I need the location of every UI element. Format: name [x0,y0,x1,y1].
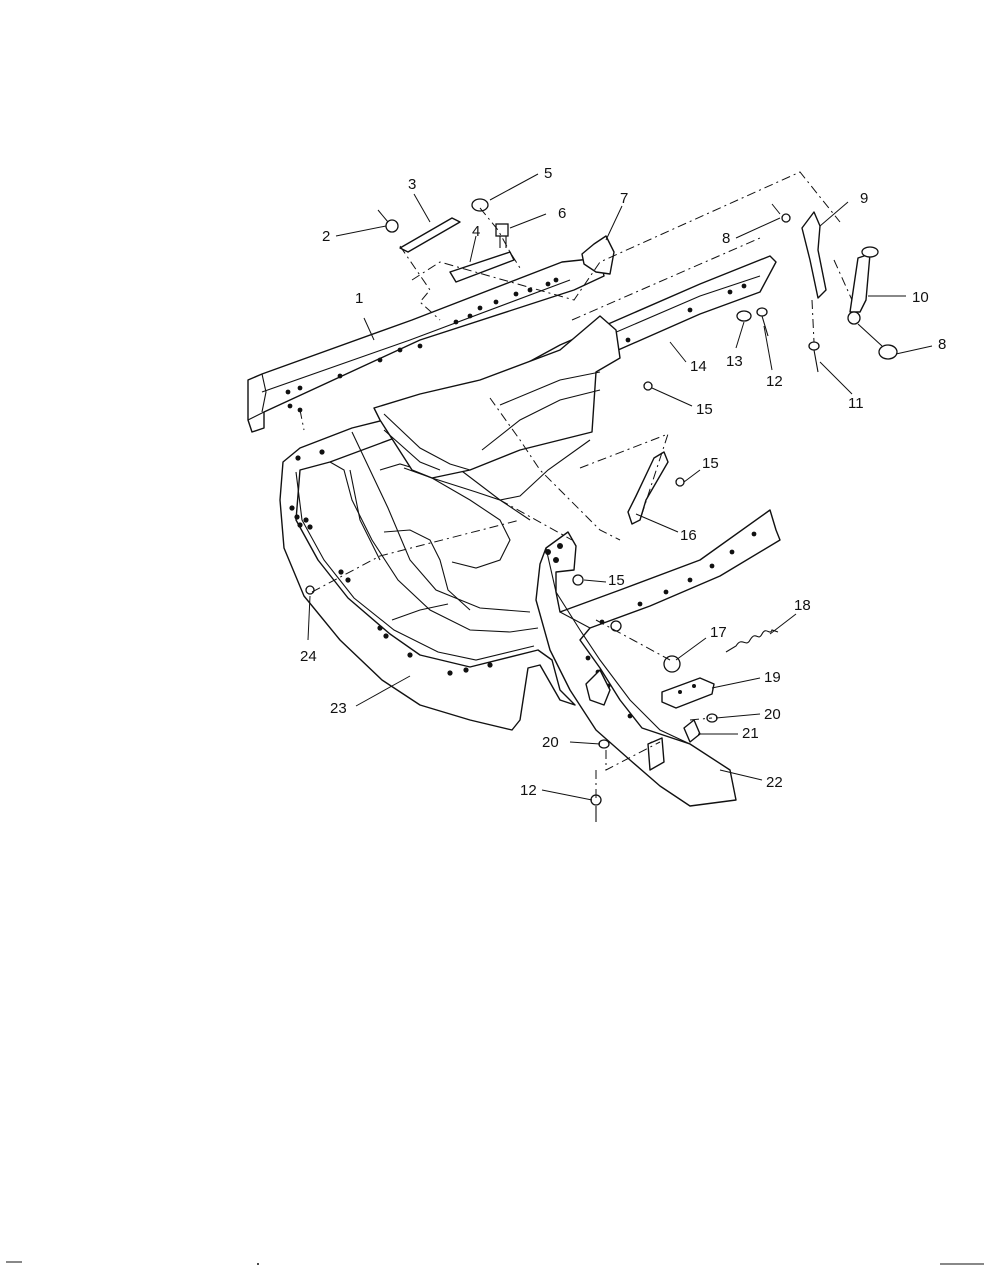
callout-15-a: 15 [696,401,713,418]
part-15-nut-c [572,574,584,586]
callout-21: 21 [742,725,759,742]
part-15-nut-a [643,381,653,391]
callout-18: 18 [794,597,811,614]
part-3-plate [399,217,461,253]
callout-15-c: 15 [608,572,625,589]
shell-mount-holes [289,449,493,676]
rear-rail [247,257,605,433]
part-4-bar [449,251,515,283]
hardware-parts [305,198,898,822]
callout-14: 14 [690,358,707,375]
part-20-screw-b [598,739,610,749]
scan-marks [6,1261,984,1265]
part-5-cap [471,198,489,212]
part-10-rod [849,253,871,313]
part-19-hinge [661,677,715,709]
center-liner-panel [373,315,621,501]
callout-4: 4 [472,223,480,240]
callout-16: 16 [680,527,697,544]
part-16-brace [627,451,669,525]
part-21-clip [683,719,701,743]
callout-22: 22 [766,774,783,791]
callout-11: 11 [848,395,864,412]
callout-12-lower: 12 [520,782,537,799]
callout-2: 2 [322,228,330,245]
part-18-spring [725,629,779,653]
callout-13: 13 [726,353,743,370]
part-6-bolt [495,223,509,237]
callout-8-lower: 8 [938,336,946,353]
callout-10: 10 [912,289,929,306]
leader-lines [307,173,933,801]
callout-5: 5 [544,165,552,182]
callout-12-upper: 12 [766,373,783,390]
callout-3: 3 [408,176,416,193]
part-13-bushing [736,310,752,322]
assembly-lines [299,171,853,800]
part-12-bolt-upper [756,307,768,317]
part-11-bolt [808,341,820,351]
part-9-strap [801,211,827,299]
callout-19: 19 [764,669,781,686]
callout-1: 1 [355,290,363,307]
callout-20-right: 20 [764,706,781,723]
callout-15-b: 15 [702,455,719,472]
part-24-screw [305,585,315,595]
callout-8-upper: 8 [722,230,730,247]
part-15-nut-b [675,477,685,487]
callout-7: 7 [620,190,628,207]
part-7-latch [581,235,615,275]
callout-6: 6 [558,205,566,222]
callout-labels: 1 2 3 4 5 6 7 8 8 9 10 11 12 12 13 14 15… [300,165,946,799]
callout-24: 24 [300,648,317,665]
callout-17: 17 [710,624,727,641]
callout-9: 9 [860,190,868,207]
callout-20-left: 20 [542,734,559,751]
callout-23: 23 [330,700,347,717]
